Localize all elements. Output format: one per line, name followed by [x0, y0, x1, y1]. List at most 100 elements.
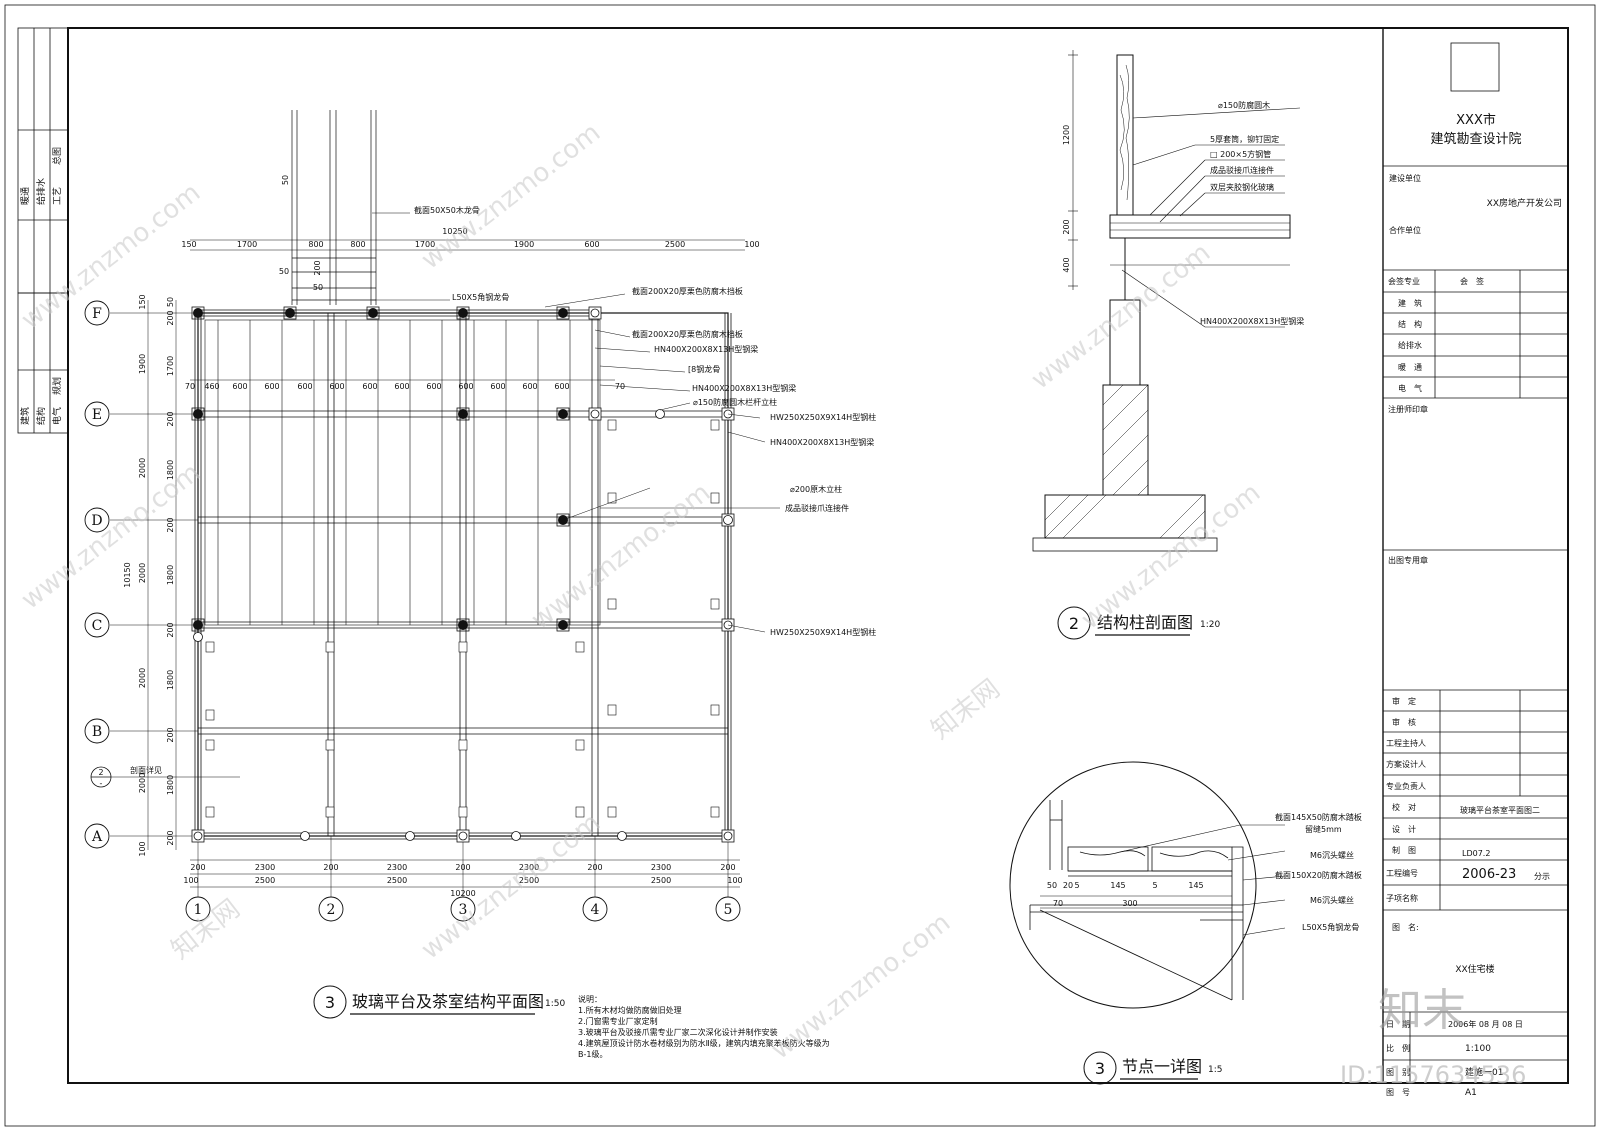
- dim-top: 1700: [237, 240, 257, 249]
- discipline: 电 气: [1398, 383, 1422, 393]
- dim-stair: 50: [279, 267, 289, 276]
- size-label: 图 号: [1386, 1088, 1410, 1097]
- watermark-site: www.znzmo.com: [526, 478, 716, 636]
- stair-dimension-labels: 50 50 200 50: [279, 175, 323, 292]
- left-strip-bottom-block: 建筑 结构 电气 规划: [19, 377, 63, 425]
- detail-label: 截面145X50防腐木踏板: [1275, 812, 1362, 822]
- title-block-frame: [1382, 28, 1568, 1083]
- claw-connector: [575, 806, 585, 818]
- detail-dim: 5: [1152, 881, 1157, 890]
- detail-label: L50X5角钢龙骨: [1302, 922, 1359, 932]
- steel-column: [456, 618, 470, 632]
- claw-connector: [458, 739, 468, 751]
- section-title-text: 结构柱剖面图: [1097, 613, 1193, 632]
- claw-connector: [607, 419, 617, 431]
- axis-number: 5: [724, 902, 733, 918]
- dim-left-inner: 200: [166, 830, 175, 845]
- axis-letter: B: [92, 724, 102, 740]
- institute-city: XXX市: [1456, 112, 1496, 128]
- watermark-layer: www.znzmo.com www.znzmo.com www.znzmo.co…: [16, 118, 1527, 1089]
- detail-circle: [1009, 761, 1257, 1009]
- role-label: 方案设计人: [1386, 759, 1426, 769]
- dim-left-inner: 200: [166, 411, 175, 426]
- section-ref-number: 2: [98, 768, 103, 777]
- section-number: 2: [1069, 614, 1079, 633]
- detail-label: 截面150X20防腐木踏板: [1275, 870, 1362, 880]
- title-label: 图 名:: [1392, 922, 1419, 932]
- callout-label: HW250X250X9X14H型钢柱: [770, 412, 876, 422]
- role-label: 工程编号: [1386, 868, 1418, 878]
- dim-bottom-inner: 200: [323, 863, 338, 872]
- section-label: 5厚套筒，铆钉固定: [1210, 134, 1279, 144]
- plan-callouts: 截面50X50木龙骨 L50X5角钢龙骨 截面200X20厚栗色防腐木挡板 截面…: [414, 205, 876, 637]
- detail-label: M6沉头螺丝: [1310, 850, 1354, 860]
- detail-scale: 1:5: [1208, 1065, 1222, 1075]
- dim-joist: 600: [297, 382, 312, 391]
- dim-left-inner: 200: [166, 310, 175, 325]
- timber-post: [193, 620, 203, 630]
- role-label: 子项名称: [1386, 893, 1418, 903]
- timber-post: [193, 409, 203, 419]
- role-label: 审 核: [1392, 717, 1416, 727]
- joist-spacing-labels: 70 460 600 600 600 600 600 600 600 600 6…: [185, 382, 625, 391]
- claw-connector: [205, 739, 215, 751]
- dim-bottom-inner: 200: [587, 863, 602, 872]
- rail-post: [723, 515, 733, 525]
- note-line: B-1级。: [578, 1049, 607, 1059]
- steel-column: [191, 407, 205, 421]
- dim-left-inner: 200: [166, 727, 175, 742]
- axis-bubble: [84, 300, 110, 326]
- section-ref-text: 剖面详见: [130, 765, 162, 775]
- claw-connector: [205, 709, 215, 721]
- callout-label: HN400X200X8X13H型钢梁: [654, 344, 758, 354]
- strip-label: 总图: [51, 147, 63, 165]
- dim-left-inner: 1800: [166, 775, 175, 795]
- plan-number: 3: [325, 993, 335, 1012]
- column-core: [723, 409, 733, 419]
- dim-left-inner: 200: [166, 517, 175, 532]
- callout-label: [8钢龙骨: [688, 364, 720, 374]
- dim-joist: 600: [490, 382, 505, 391]
- institute-name: 建筑勘查设计院: [1430, 131, 1521, 147]
- axis-bubble: [84, 612, 110, 638]
- sheet-label: 图 别: [1386, 1068, 1410, 1077]
- callout-label: 截面200X20厚栗色防腐木挡板: [632, 329, 743, 339]
- dim-bottom-bay: 2500: [387, 876, 407, 885]
- axis-number: 1: [194, 902, 203, 918]
- dim-bottom-bay: 2500: [651, 876, 671, 885]
- steel-column: [556, 513, 570, 527]
- detail-dimensions: 50 20 5 145 5 145 70 300: [1047, 881, 1204, 908]
- seal-label: 注册师印章: [1388, 404, 1428, 414]
- detail-dim: 50: [1047, 881, 1057, 890]
- sheet-border: [4, 4, 1596, 1127]
- dim-left: 100: [138, 841, 147, 856]
- sign-header-sign: 会 签: [1460, 276, 1484, 286]
- axis-number: 2: [327, 902, 336, 918]
- dim-stair: 50: [313, 283, 323, 292]
- node-detail-drawing: [1009, 761, 1286, 1009]
- axis-bubble: [185, 896, 211, 922]
- dim-bottom-inner: 200: [455, 863, 470, 872]
- top-dimension-labels: 10250 150 1700 800 800 1700 1900 600 250…: [181, 227, 759, 249]
- claw-connector: [575, 641, 585, 653]
- dim-joist: 600: [394, 382, 409, 391]
- drawing-code: LD07.2: [1462, 849, 1490, 858]
- date-value: 2006年 08 月 08 日: [1448, 1019, 1523, 1029]
- detail-title: 3 节点一详图 1:5: [1083, 1051, 1222, 1085]
- detail-dim: 145: [1110, 881, 1125, 890]
- claw-connector: [710, 419, 720, 431]
- dim-left: 2000: [138, 668, 147, 688]
- dim-top: 1900: [514, 240, 534, 249]
- notes-title: 说明：: [578, 994, 602, 1004]
- detail-number-circle: [1083, 1051, 1117, 1085]
- dim-bottom-bay: 100: [727, 876, 742, 885]
- role-label: 工程主持人: [1386, 738, 1426, 748]
- dim-joist: 600: [426, 382, 441, 391]
- dim-left-inner: 1800: [166, 670, 175, 690]
- dim-left-inner: 200: [166, 622, 175, 637]
- leader-line: [727, 413, 761, 419]
- discipline: 暖 通: [1398, 362, 1422, 372]
- dim-joist: 600: [362, 382, 377, 391]
- detail-dim: 145: [1188, 881, 1203, 890]
